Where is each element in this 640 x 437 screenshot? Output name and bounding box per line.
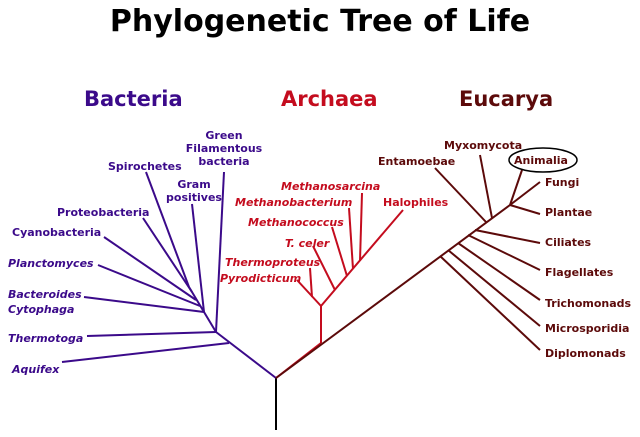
label-cyanobacteria: Cyanobacteria [12,226,102,239]
eucarya-stem [275,204,511,379]
branch-thermotoga [86,331,217,337]
branch-fungi [509,181,541,206]
domain-eucarya: Eucarya [459,87,554,111]
label-planctomyces: Planctomyces [8,257,94,270]
bacteria-branches [61,171,277,379]
branch-trichomonads [457,242,541,301]
branch-aquifex [61,342,230,363]
branch-myxomycota [479,154,493,219]
animalia-highlight-ellipse [508,147,578,173]
label-bacteroides: Bacteroides Cytophaga [8,288,82,316]
page-title: Phylogenetic Tree of Life [109,4,531,39]
label-plantae: Plantae [545,206,593,219]
label-methanosarcina: Methanosarcina [281,180,381,193]
label-myxomycota: Myxomycota [444,139,523,152]
label-gram-positives-line1: Gram [177,178,211,191]
label-entamoebae: Entamoebae [378,155,456,168]
branch-animalia [509,169,523,206]
branch-methanococcus [331,226,348,277]
branch-microsporidia [447,249,541,327]
branch-cyanobacteria [103,236,197,301]
branch-diplomonads [439,255,541,351]
branch-flagellates [467,234,541,271]
label-thermoproteus: Thermoproteus [225,256,321,269]
label-methanobacterium: Methanobacterium [235,196,353,209]
label-aquifex: Aquifex [12,363,60,376]
bacteria-stem [215,331,277,379]
branch-ciliates [474,229,541,244]
label-green-filamentous-line1: Green [205,129,243,142]
label-animalia: Animalia [514,154,568,167]
label-bacteroides-line2: Cytophaga [8,303,75,316]
branch-bacteroides [83,296,205,313]
label-green-filamentous-line3: bacteria [198,155,250,168]
branch-plantae [509,204,541,215]
label-gram-positives: Gram positives [160,178,228,204]
branch-methanosarcina [359,192,363,262]
label-methanococcus: Methanococcus [248,216,344,229]
eucarya-branches [275,154,541,379]
label-trichomonads: Trichomonads [545,297,632,310]
label-fungi: Fungi [545,176,580,189]
label-green-filamentous: Green Filamentous bacteria [182,129,266,168]
label-halophiles: Halophiles [383,196,449,209]
branch-gram-positives [191,203,205,313]
branch-pyrodicticum [296,279,322,307]
label-gram-positives-line2: positives [166,191,222,204]
branch-planctomyces [97,264,201,307]
branch-entamoebae [434,167,487,223]
label-microsporidia: Microsporidia [545,322,630,335]
branch-spirochetes [145,171,190,288]
label-green-filamentous-line2: Filamentous [185,142,263,155]
branch-t-celer [312,245,336,291]
label-pyrodicticum: Pyrodicticum [220,272,302,285]
label-spirochetes: Spirochetes [108,160,182,173]
label-thermotoga: Thermotoga [8,332,84,345]
label-proteobacteria: Proteobacteria [57,206,150,219]
branch-green-filamentous [215,171,225,333]
label-ciliates: Ciliates [545,236,592,249]
domain-archaea: Archaea [281,87,378,111]
label-diplomonads: Diplomonads [545,347,626,360]
label-t-celer: T. celer [285,237,330,250]
label-flagellates: Flagellates [545,266,614,279]
branch-proteobacteria [142,217,193,293]
branch-thermoproteus [309,267,313,298]
label-bacteroides-line1: Bacteroides [8,288,82,301]
bacteria-spine [188,286,217,333]
domain-bacteria: Bacteria [84,87,183,111]
branch-methanobacterium [348,207,354,270]
